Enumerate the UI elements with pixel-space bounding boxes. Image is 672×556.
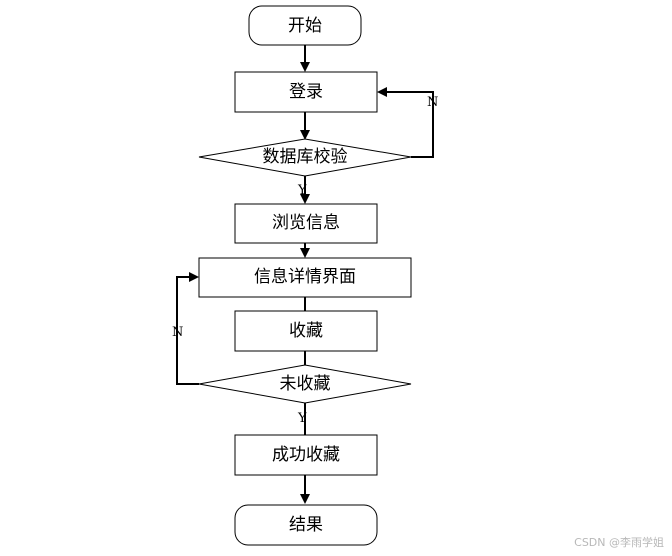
success-label: 成功收藏	[272, 445, 340, 465]
yes-label-db-check: Y	[297, 183, 307, 198]
start-label: 开始	[288, 16, 322, 36]
watermark-text: CSDN @李雨学姐	[574, 536, 664, 549]
success-process: 成功收藏	[234, 434, 378, 476]
favorite-process: 收藏	[234, 310, 378, 352]
login-label: 登录	[289, 82, 323, 102]
detail-label: 信息详情界面	[254, 267, 356, 287]
favorite-label: 收藏	[289, 321, 323, 341]
no-label-db-check: N	[427, 95, 438, 110]
not-favorited-decision: 未收藏	[198, 364, 412, 404]
end-node: 结果	[234, 504, 378, 546]
db-check-decision: 数据库校验	[198, 138, 412, 177]
no-label-not-favorited: N	[172, 325, 183, 340]
detail-process: 信息详情界面	[198, 257, 412, 298]
arrow-not-favorited-no-to-detail	[176, 272, 199, 385]
arrow-db-check-no-to-login	[377, 87, 434, 158]
login-process: 登录	[234, 71, 378, 113]
yes-label-not-favorited: Y	[297, 411, 307, 426]
not-favorited-label: 未收藏	[280, 374, 331, 394]
browse-label: 浏览信息	[272, 213, 340, 233]
db-check-label: 数据库校验	[263, 147, 348, 167]
browse-process: 浏览信息	[234, 203, 378, 244]
end-label: 结果	[289, 515, 323, 535]
start-node: 开始	[248, 5, 362, 46]
